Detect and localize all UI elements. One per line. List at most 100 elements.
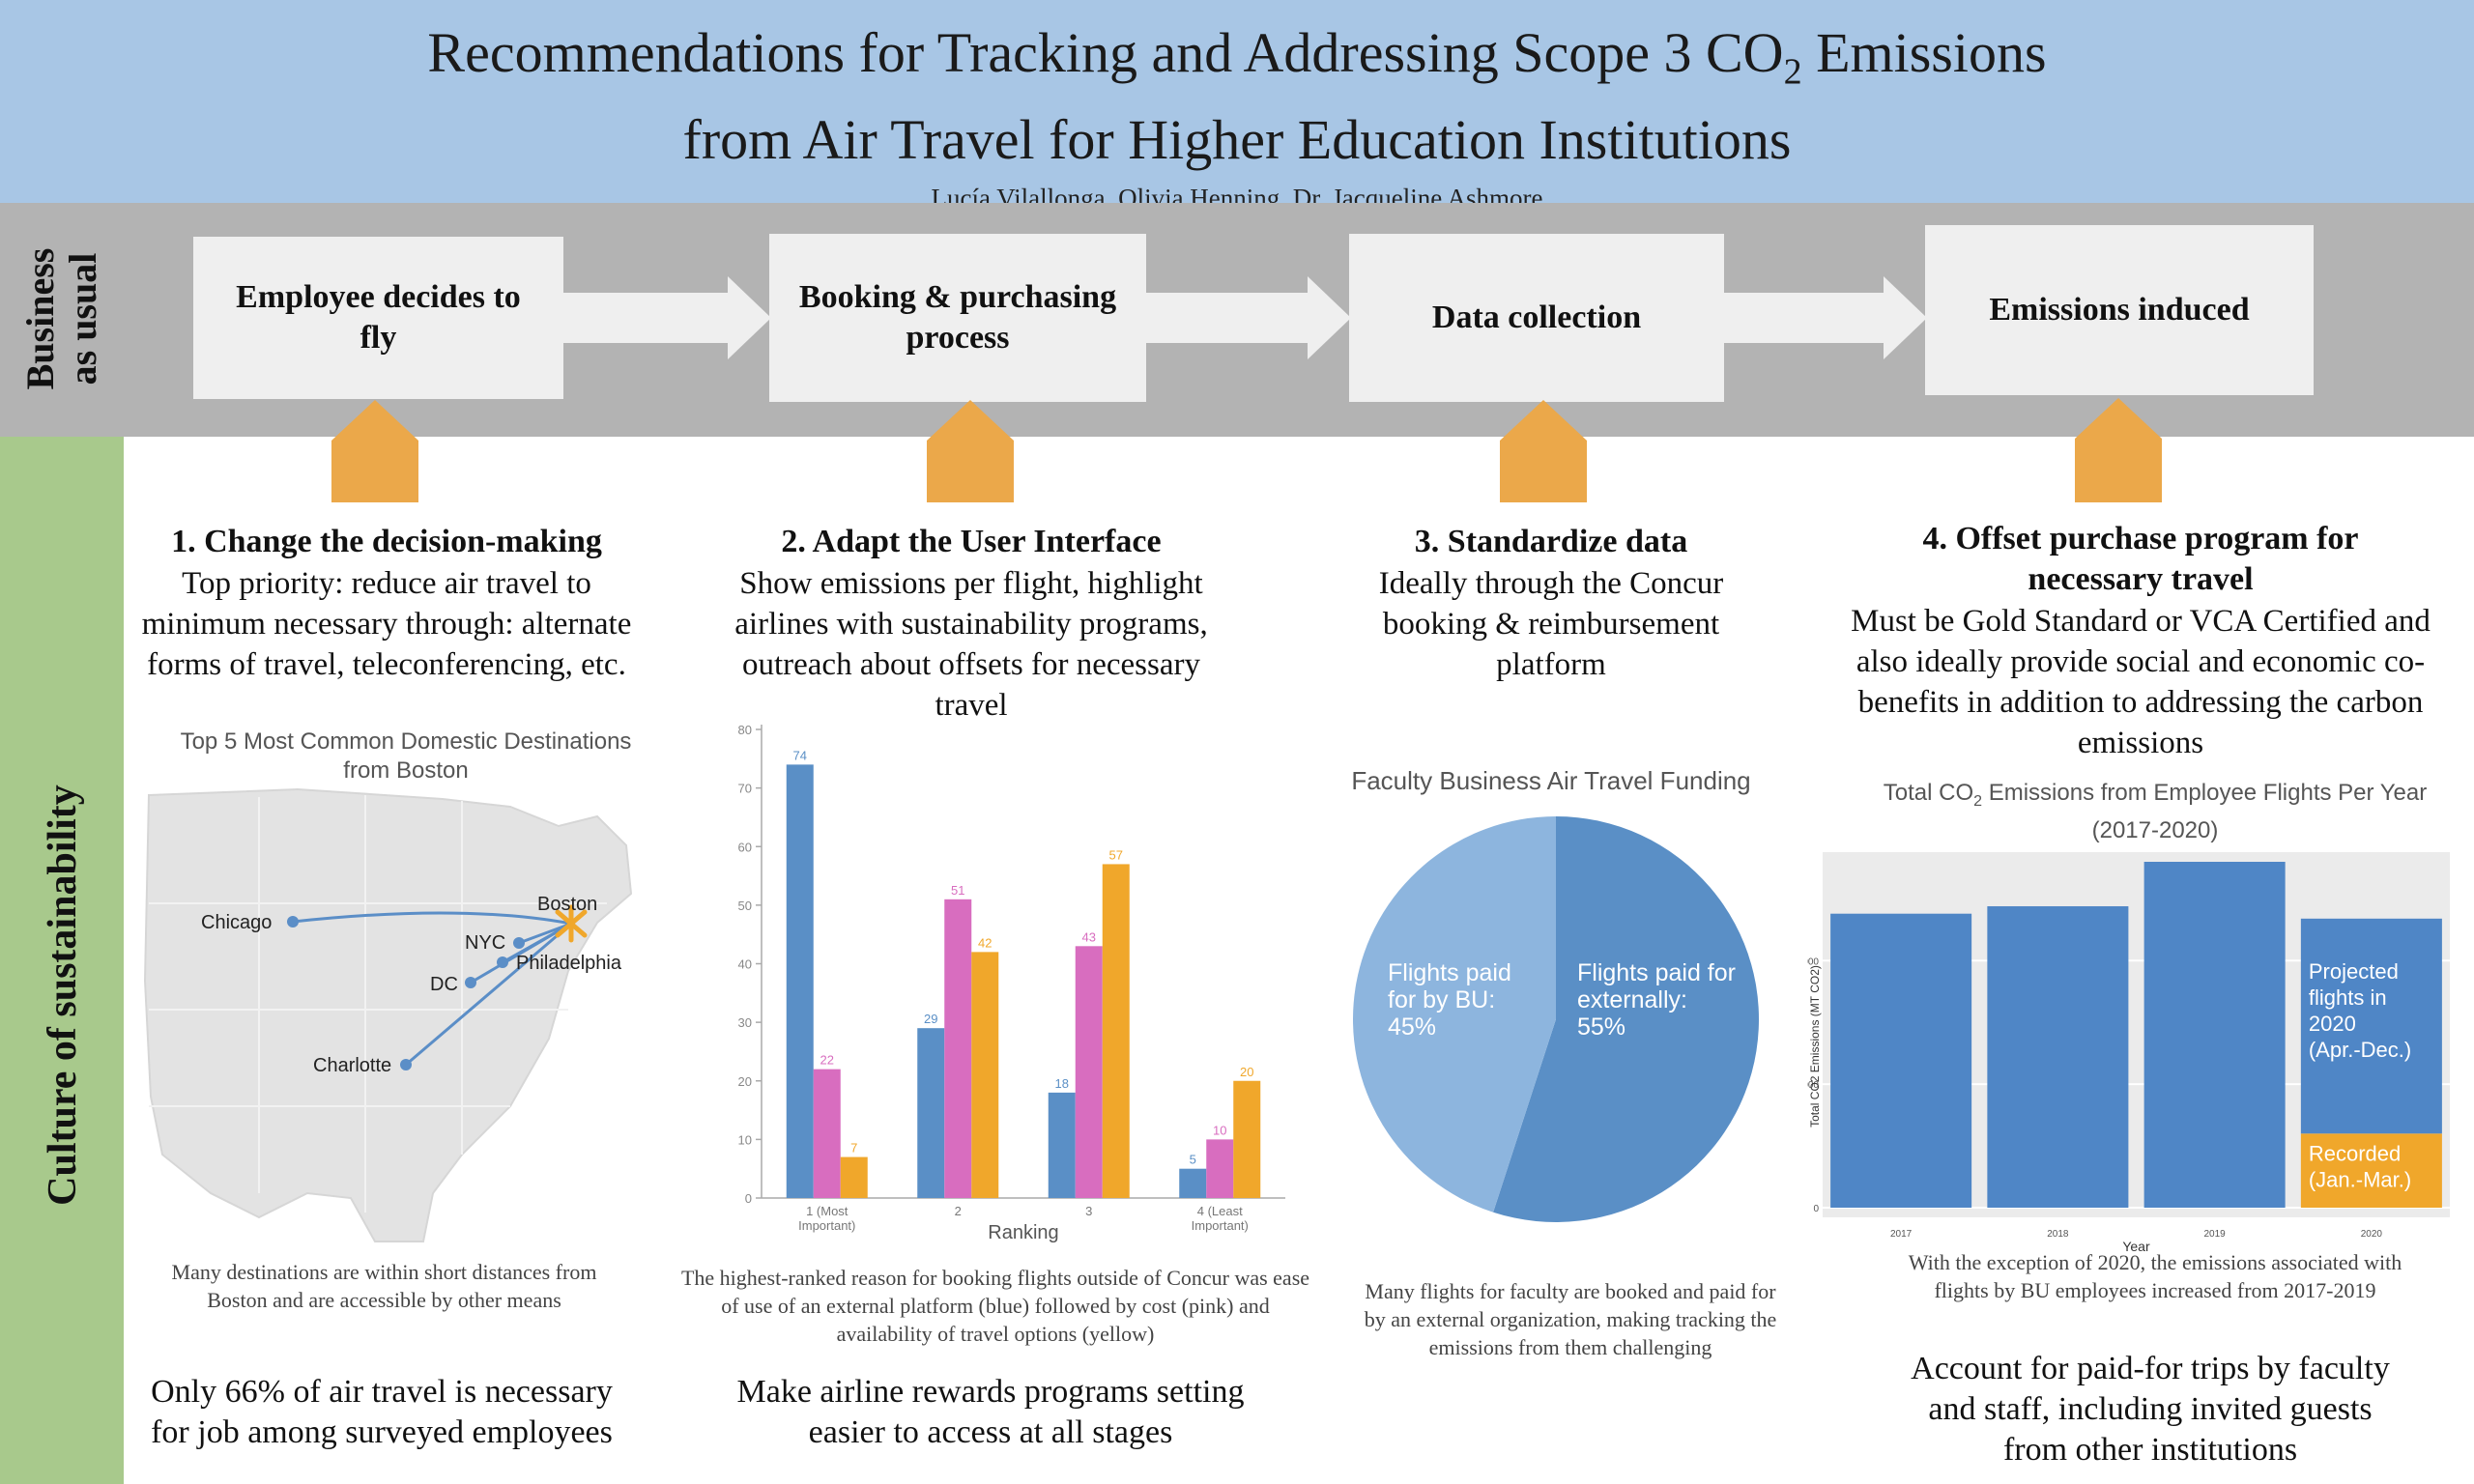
map-label-charlotte: Charlotte xyxy=(313,1055,391,1076)
rank-bar xyxy=(917,1028,945,1198)
flow-arrow-1 xyxy=(563,276,771,359)
bau-line2: as usual xyxy=(61,252,104,385)
pie-title: Faculty Business Air Travel Funding xyxy=(1351,766,1751,795)
em-bar xyxy=(1987,906,2129,1208)
rank-bar-value: 57 xyxy=(1109,847,1123,862)
rank-bar xyxy=(813,1069,841,1198)
rank-ytick-label: 60 xyxy=(738,840,752,854)
rank-bar-value: 22 xyxy=(820,1053,834,1068)
pie-label-bu: Flights paid for by BU: 45% xyxy=(1388,959,1533,1041)
rank-bar-value: 10 xyxy=(1213,1123,1226,1137)
em-xlabel: Year xyxy=(2122,1239,2150,1254)
col4-bottom-text: Account for paid-for trips by faculty an… xyxy=(1911,1351,2390,1468)
rank-bar xyxy=(840,1156,868,1198)
rank-xlabel: Ranking xyxy=(988,1222,1058,1243)
col1-title: 1. Change the decision-making xyxy=(171,524,602,559)
col1-text: Top priority: reduce air travel to minim… xyxy=(141,566,632,682)
business-as-usual-label: Business as usual xyxy=(18,222,106,415)
em-label-projected: 2020 xyxy=(2309,1012,2356,1036)
rank-ytick-label: 50 xyxy=(738,899,752,913)
rank-bar xyxy=(944,899,972,1198)
em-ytick-label: 0 xyxy=(1813,1204,1819,1214)
em-xtick-label: 2017 xyxy=(1890,1229,1913,1240)
rank-bar-value: 74 xyxy=(793,748,807,762)
rank-ytick-label: 80 xyxy=(738,723,752,737)
em-ylabel: Total CO2 Emissions (MT CO2) xyxy=(1808,965,1822,1127)
flow-step-emissions-induced: Emissions induced xyxy=(1925,225,2314,395)
map-label-nyc: NYC xyxy=(465,932,505,954)
col4-text: Must be Gold Standard or VCA Certified a… xyxy=(1851,604,2431,760)
rank-bar-value: 43 xyxy=(1082,929,1096,944)
pie-slice xyxy=(1353,816,1556,1213)
pie-label-bu-text: Flights paid for by BU: xyxy=(1388,959,1511,1013)
col3-title: 3. Standardize data xyxy=(1414,524,1688,559)
em-label-projected: flights in xyxy=(2309,985,2387,1010)
rank-bar xyxy=(1075,946,1103,1198)
flow-step-booking: Booking & purchasing process xyxy=(769,234,1146,402)
map-title: Top 5 Most Common Domestic Destinations … xyxy=(180,728,632,784)
pie-slice xyxy=(1493,816,1759,1222)
col2-caption: The highest-ranked reason for booking fl… xyxy=(680,1266,1310,1346)
rank-category-label-2: Important) xyxy=(798,1218,855,1233)
col2-bottom-text: Make airline rewards programs setting ea… xyxy=(736,1374,1245,1450)
col2-text: Show emissions per flight, highlight air… xyxy=(734,566,1208,723)
map-label-boston: Boston xyxy=(537,894,597,915)
em-label-projected: Projected xyxy=(2309,959,2399,984)
rank-bar-value: 42 xyxy=(978,935,992,950)
rank-ytick-label: 40 xyxy=(738,957,752,972)
poster-header: Recommendations for Tracking and Address… xyxy=(0,0,2474,213)
rank-ytick-label: 0 xyxy=(745,1191,752,1206)
emissions-bar-chart: 010002000201720182019Projectedflights in… xyxy=(1807,852,2450,1254)
flow-step-data-collection: Data collection xyxy=(1349,234,1724,402)
rank-bar-value: 51 xyxy=(951,883,964,898)
em-bar xyxy=(1830,913,1972,1208)
rank-bar xyxy=(1233,1080,1261,1198)
rank-bar-value: 18 xyxy=(1055,1076,1069,1091)
up-arrow-4 xyxy=(2075,398,2162,502)
destinations-map: Chicago Boston NYC Philadelphia DC Charl… xyxy=(143,787,633,1242)
rank-ytick-label: 30 xyxy=(738,1015,752,1030)
poster-title: Recommendations for Tracking and Address… xyxy=(0,0,2474,174)
rank-bar xyxy=(1048,1092,1076,1198)
culture-of-sustainability-label: Culture of sustainability xyxy=(41,785,85,1206)
em-bar-projected xyxy=(2300,918,2442,1134)
up-arrow-2 xyxy=(927,400,1014,502)
map-label-dc: DC xyxy=(430,974,458,995)
rank-bar xyxy=(1102,864,1130,1198)
em-xtick-label: 2019 xyxy=(2204,1229,2227,1240)
pie-label-external: Flights paid for externally: 55% xyxy=(1577,959,1761,1041)
rank-ytick-label: 20 xyxy=(738,1074,752,1089)
map-label-chicago: Chicago xyxy=(201,912,272,933)
rank-category-label: 3 xyxy=(1085,1204,1092,1218)
rank-bar-value: 5 xyxy=(1190,1153,1196,1167)
rank-category-label: 4 (Least xyxy=(1197,1204,1243,1218)
funding-pie-chart xyxy=(1353,816,1759,1222)
pie-label-bu-pct: 45% xyxy=(1388,1013,1437,1041)
em-ytick-label: 1000 xyxy=(1807,1080,1819,1091)
map-label-philadelphia: Philadelphia xyxy=(516,953,622,974)
em-xtick-label: 2018 xyxy=(2047,1229,2069,1240)
title-line2: from Air Travel for Higher Education Ins… xyxy=(682,107,1792,171)
flow-step-employee-decides: Employee decides to fly xyxy=(193,237,563,399)
col2-title: 2. Adapt the User Interface xyxy=(781,524,1162,559)
rank-bar-value: 20 xyxy=(1240,1065,1253,1079)
title-subscript: 2 xyxy=(1783,51,1802,93)
em-label-recorded: Recorded xyxy=(2309,1141,2401,1165)
title-line1-post: Emissions xyxy=(1801,21,2047,84)
em-label-recorded: (Jan.-Mar.) xyxy=(2309,1167,2411,1191)
pie-label-external-pct: 55% xyxy=(1577,1013,1626,1041)
title-line1-pre: Recommendations for Tracking and Address… xyxy=(427,21,1784,84)
em-label-projected: (Apr.-Dec.) xyxy=(2309,1038,2411,1062)
rank-bar xyxy=(786,764,814,1198)
em-bar xyxy=(2143,862,2286,1208)
col1-caption: Many destinations are within short dista… xyxy=(171,1260,597,1312)
rank-bar xyxy=(971,952,999,1198)
up-arrow-3 xyxy=(1500,400,1587,502)
rank-category-label: 2 xyxy=(955,1204,962,1218)
rank-category-label-2: Important) xyxy=(1192,1218,1249,1233)
emissions-chart-title: Total CO2 Emissions from Employee Flight… xyxy=(1883,780,2428,843)
pie-label-external-text: Flights paid for externally: xyxy=(1577,959,1736,1013)
em-xtick-label: 2020 xyxy=(2361,1229,2383,1240)
col4-title: 4. Offset purchase program for necessary… xyxy=(1922,521,2359,597)
